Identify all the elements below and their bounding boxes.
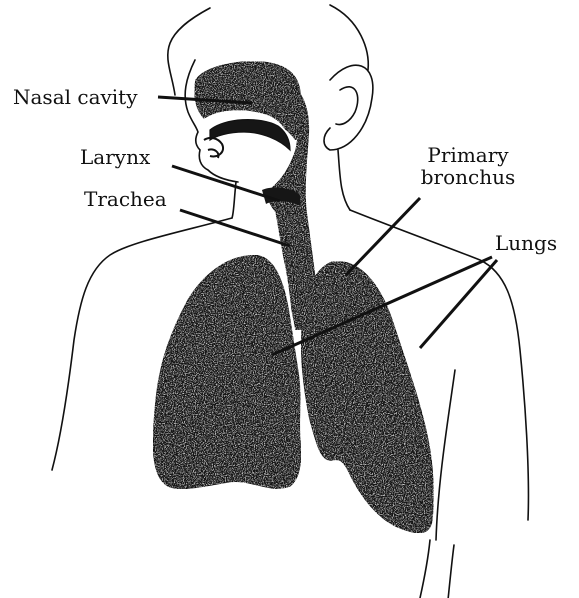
right-lung bbox=[301, 262, 433, 533]
nasal-oral-cavity bbox=[195, 62, 301, 158]
left-lung bbox=[153, 255, 300, 488]
label-trachea: Trachea bbox=[84, 188, 167, 210]
label-nasal-cavity: Nasal cavity bbox=[13, 86, 138, 108]
label-primary-bronchus-line1: Primary bbox=[418, 144, 518, 166]
primary-bronchus-leader bbox=[346, 198, 420, 275]
label-primary-bronchus-line2: bronchus bbox=[418, 166, 518, 188]
label-lungs: Lungs bbox=[495, 232, 557, 254]
ear bbox=[324, 65, 373, 150]
label-larynx: Larynx bbox=[80, 146, 150, 168]
larynx-leader bbox=[172, 166, 280, 201]
label-primary-bronchus: Primary bronchus bbox=[418, 144, 518, 188]
